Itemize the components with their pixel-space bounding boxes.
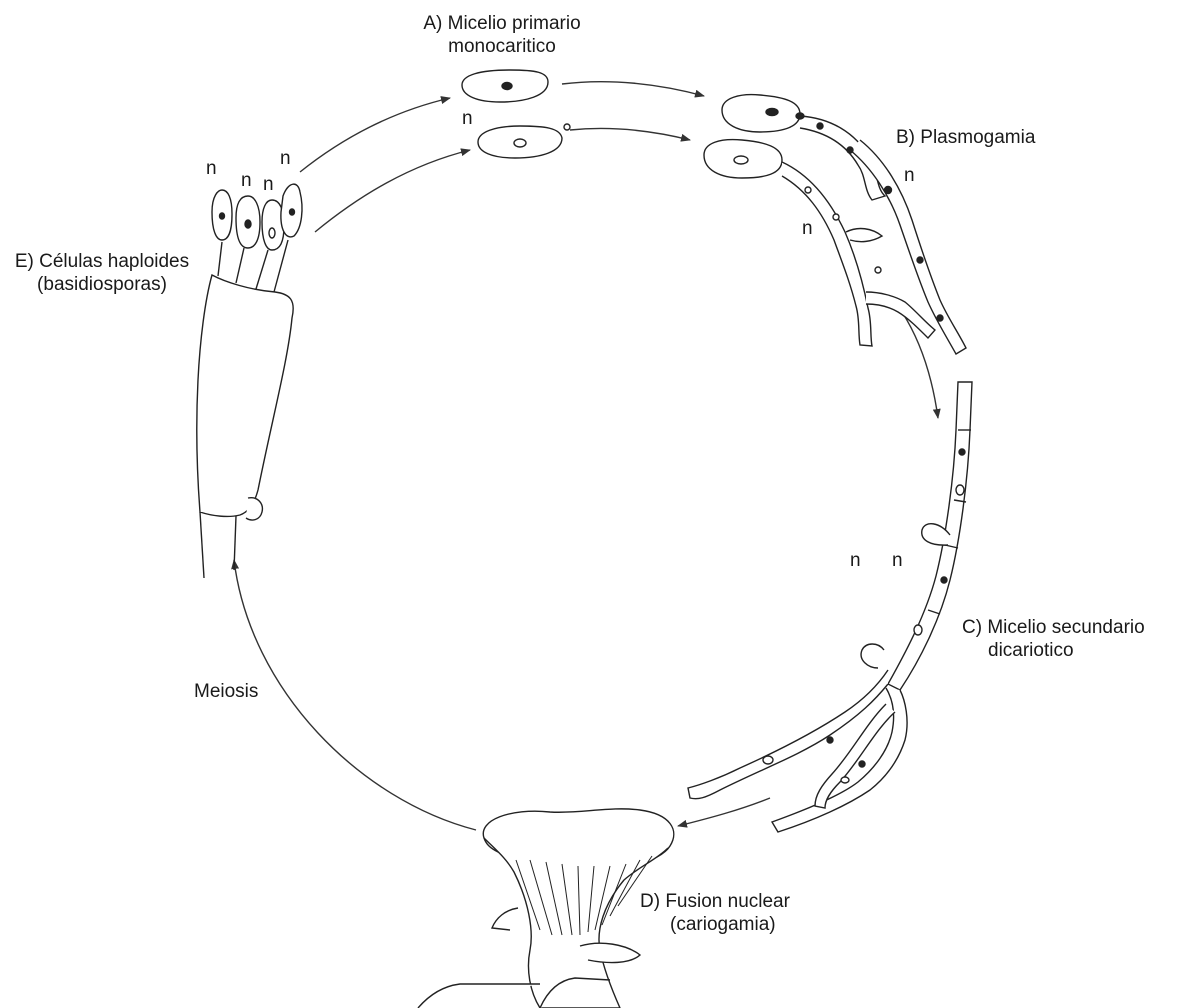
label-meiosis: Meiosis: [194, 680, 258, 703]
ploidy-mark: n: [241, 170, 252, 192]
arrow-a-to-b-upper: [562, 82, 704, 96]
label-b-line1: B) Plasmogamia: [896, 126, 1035, 149]
ploidy-mark: n: [206, 158, 217, 180]
arrow-c-to-d: [678, 798, 770, 826]
label-e-line2: (basidiosporas): [4, 273, 200, 296]
secondary-mycelium-hyphae: [688, 382, 972, 832]
label-d-nuclear-fusion: D) Fusion nuclear (cariogamia): [640, 890, 790, 936]
basidium-with-basidiospores: [197, 184, 302, 578]
arrow-a-to-b-lower: [570, 128, 690, 140]
ploidy-mark: n: [850, 550, 861, 572]
label-e-line1: E) Células haploides: [4, 250, 200, 273]
label-a-line1: A) Micelio primario: [384, 12, 620, 35]
ploidy-mark: n: [892, 550, 903, 572]
ploidy-mark: n: [462, 108, 473, 130]
label-a-primary-mycelium: A) Micelio primario monocaritico: [384, 12, 620, 58]
label-a-line2: monocaritico: [384, 35, 620, 58]
arrow-e-to-a-upper: [300, 98, 450, 172]
mushroom-fruiting-body: [418, 809, 674, 1008]
label-c-secondary-mycelium: C) Micelio secundario dicariotico: [962, 616, 1145, 662]
label-d-line2: (cariogamia): [640, 913, 790, 936]
label-b-plasmogamy: B) Plasmogamia: [896, 126, 1035, 149]
primary-mycelium-spores: [462, 70, 570, 158]
label-e-haploid-cells: E) Células haploides (basidiosporas): [4, 250, 200, 296]
arrow-e-to-a-lower: [315, 150, 470, 232]
ploidy-mark: n: [802, 218, 813, 240]
ploidy-mark: n: [904, 165, 915, 187]
label-c-line2: dicariotico: [962, 639, 1145, 662]
ploidy-mark: n: [263, 174, 274, 196]
arrow-d-to-e-meiosis: [234, 560, 476, 830]
ploidy-mark: n: [280, 148, 291, 170]
label-d-line1: D) Fusion nuclear: [640, 890, 790, 913]
label-c-line1: C) Micelio secundario: [962, 616, 1145, 639]
